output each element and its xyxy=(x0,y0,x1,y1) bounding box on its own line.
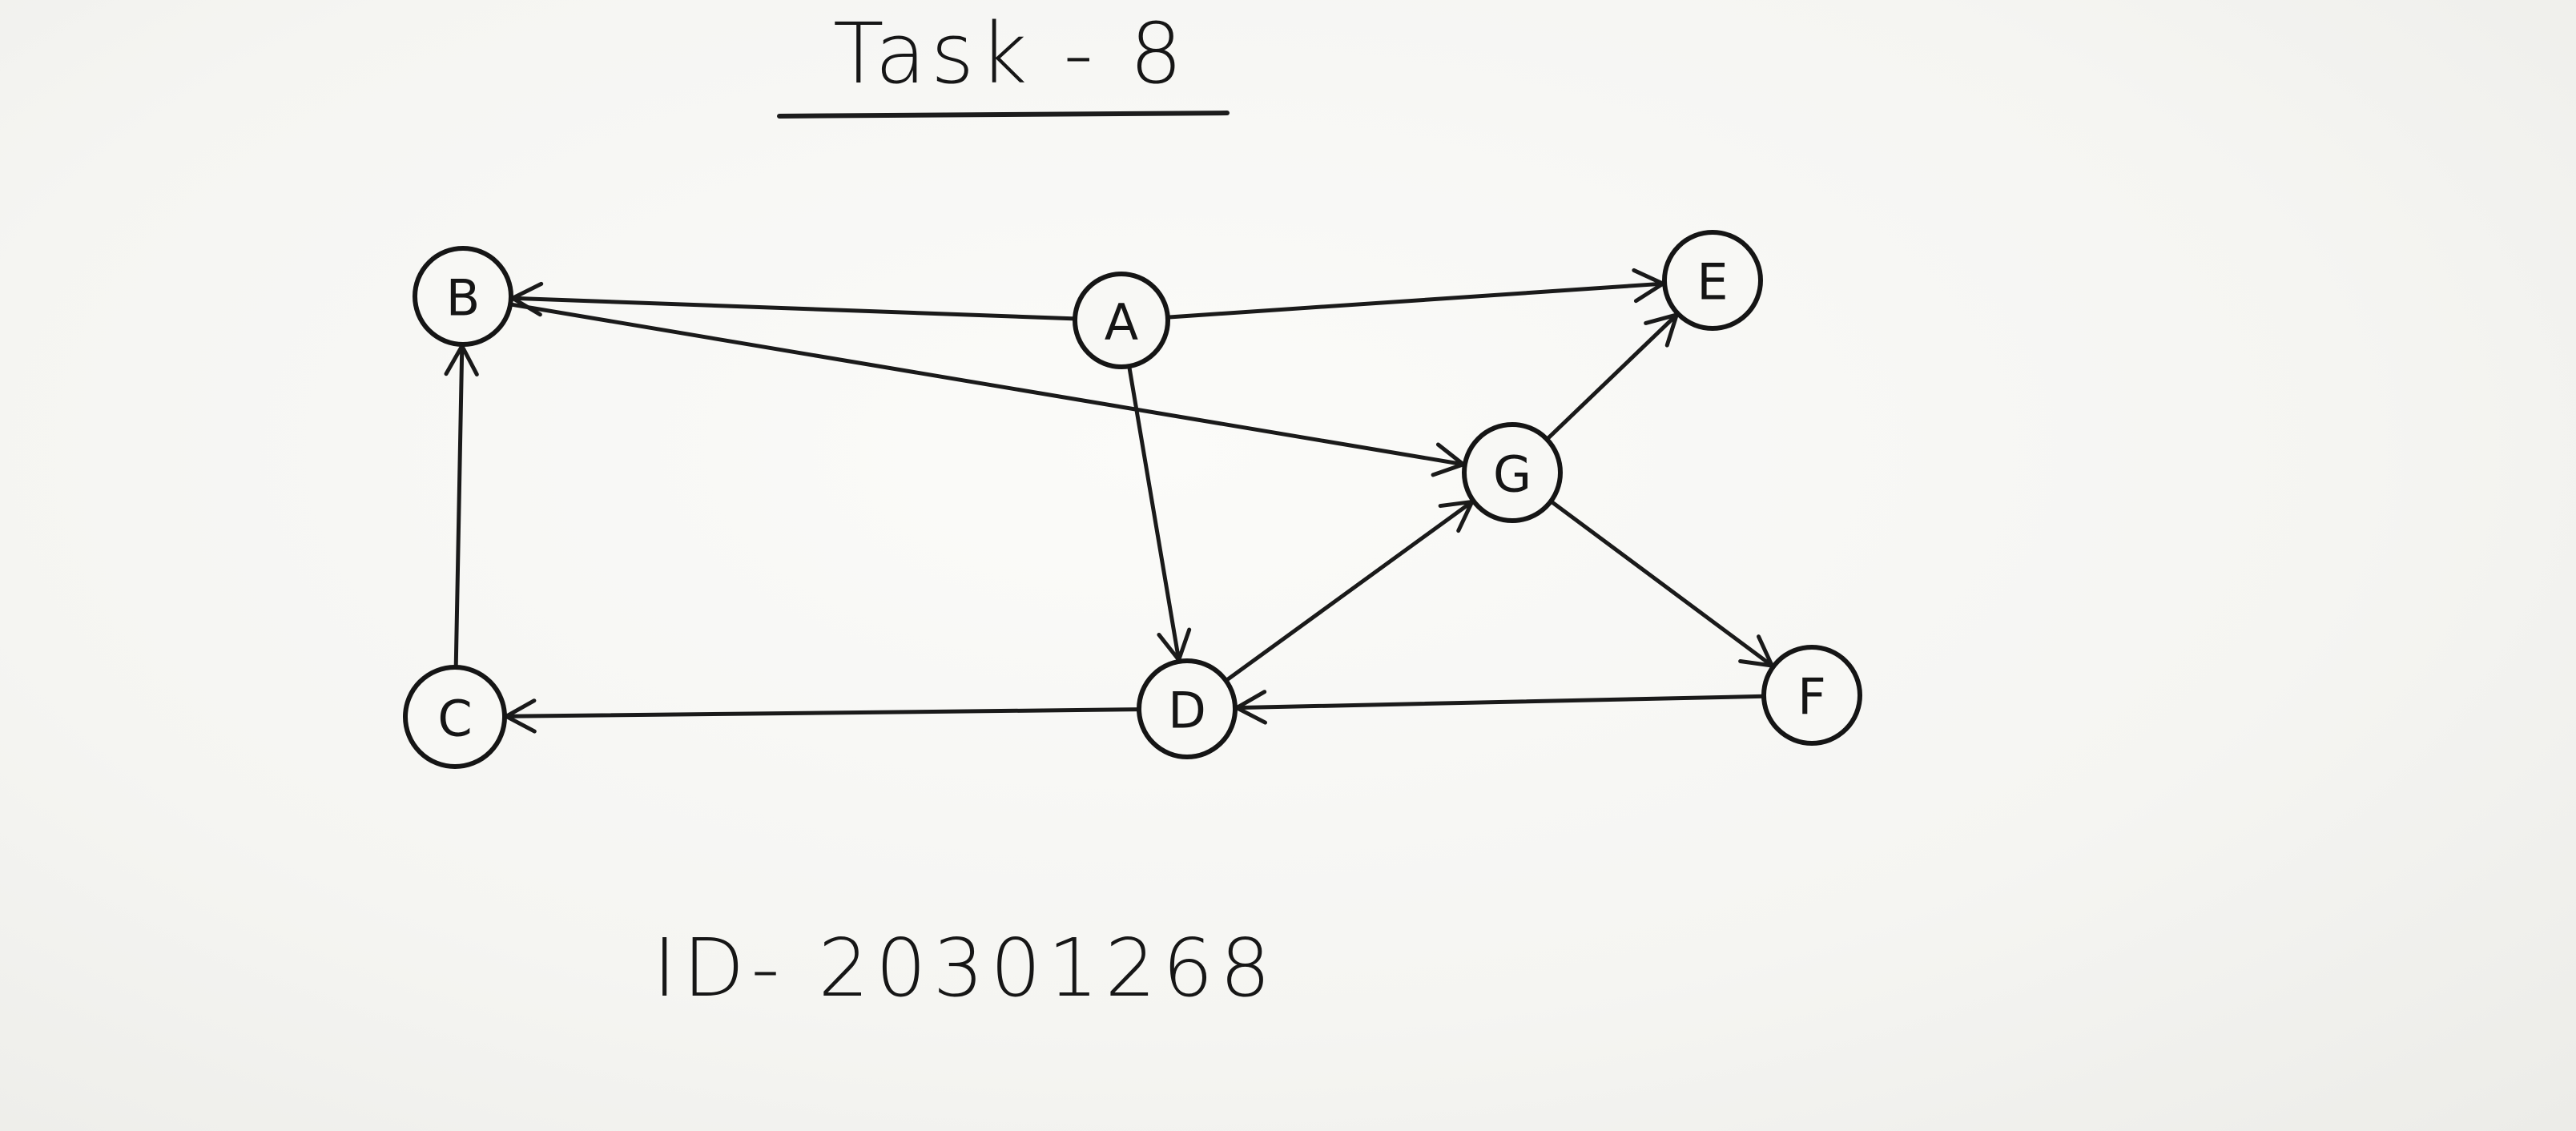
diagram-title: Task - 8 xyxy=(833,5,1188,103)
node-label-b: B xyxy=(446,269,481,328)
node-d: D xyxy=(1137,658,1238,759)
node-circle-f xyxy=(1761,645,1862,746)
nodes-layer: A B C D E F G xyxy=(403,230,1862,769)
edge-a-to-b xyxy=(510,296,1077,321)
node-label-g: G xyxy=(1493,445,1532,504)
node-circle-d xyxy=(1137,658,1238,759)
edge-d-to-c xyxy=(504,707,1141,718)
edge-c-to-b xyxy=(453,344,465,670)
node-c: C xyxy=(403,665,507,769)
node-label-a: A xyxy=(1105,293,1138,352)
edge-d-to-g xyxy=(1224,499,1475,683)
node-f: F xyxy=(1761,645,1862,746)
node-a: A xyxy=(1073,272,1170,369)
node-circle-c xyxy=(403,665,507,769)
edge-g-to-e xyxy=(1544,312,1679,441)
node-label-f: F xyxy=(1797,668,1826,726)
edge-b-to-g xyxy=(508,302,1466,467)
node-circle-b xyxy=(413,246,513,347)
node-e: E xyxy=(1662,230,1763,331)
node-label-e: E xyxy=(1697,253,1728,312)
node-b: B xyxy=(413,246,513,347)
node-g: G xyxy=(1462,422,1563,523)
edge-f-to-d xyxy=(1234,694,1766,710)
node-circle-e xyxy=(1662,230,1763,331)
node-label-c: C xyxy=(437,690,472,748)
node-label-d: D xyxy=(1168,682,1206,740)
node-circle-a xyxy=(1073,272,1170,369)
edge-a-to-e xyxy=(1165,281,1665,320)
student-id: ID- 20301268 xyxy=(653,921,1278,1015)
edge-a-to-d xyxy=(1127,364,1181,662)
edge-g-to-f xyxy=(1548,499,1774,668)
node-circle-g xyxy=(1462,422,1563,523)
